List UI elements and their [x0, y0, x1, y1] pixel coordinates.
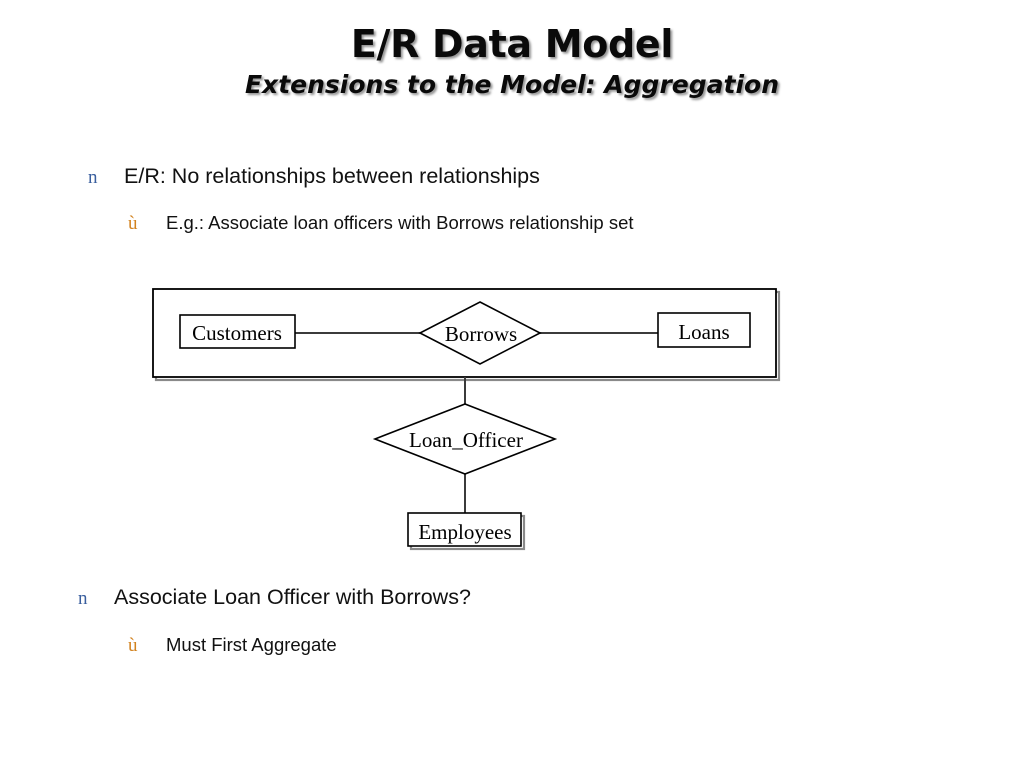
entity-customers: [179, 314, 296, 349]
aggregation-boundary: [152, 288, 777, 378]
entity-loans: [657, 312, 751, 348]
bullet-label: Must First Aggregate: [166, 634, 337, 655]
arrow-bullet-icon: ù: [128, 635, 138, 656]
arrow-bullet-icon: ù: [128, 213, 138, 234]
entity-employees-label: Employees: [418, 520, 511, 544]
relationship-loan-officer: [372, 403, 558, 475]
title-block: E/R Data Model Extensions to the Model: …: [0, 22, 1024, 100]
page-subtitle: Extensions to the Model: Aggregation: [244, 70, 779, 100]
bullet-item-must-first-aggregate: ù Must First Aggregate: [128, 634, 337, 657]
entity-loans-label: Loans: [678, 320, 729, 344]
relationship-borrows-label: Borrows: [445, 322, 517, 346]
page-title: E/R Data Model: [350, 22, 674, 66]
bullet-item-er-no-relationships: n E/R: No relationships between relation…: [88, 164, 540, 189]
relationship-loan-officer-label: Loan_Officer: [409, 428, 523, 452]
entity-employees: [407, 512, 522, 547]
bullet-label: Associate Loan Officer with Borrows?: [114, 585, 471, 609]
entity-customers-label: Customers: [192, 321, 282, 345]
relationship-borrows: [418, 301, 542, 365]
square-bullet-icon: n: [78, 588, 88, 609]
bullet-item-associate-loan-officer: n Associate Loan Officer with Borrows?: [78, 585, 471, 610]
bullet-label: E/R: No relationships between relationsh…: [124, 164, 540, 188]
square-bullet-icon: n: [88, 167, 98, 188]
diagram-shadows: [154, 290, 781, 551]
bullet-label: E.g.: Associate loan officers with Borro…: [166, 212, 634, 233]
bullet-item-eg-associate-loan-officers: ù E.g.: Associate loan officers with Bor…: [128, 212, 634, 235]
